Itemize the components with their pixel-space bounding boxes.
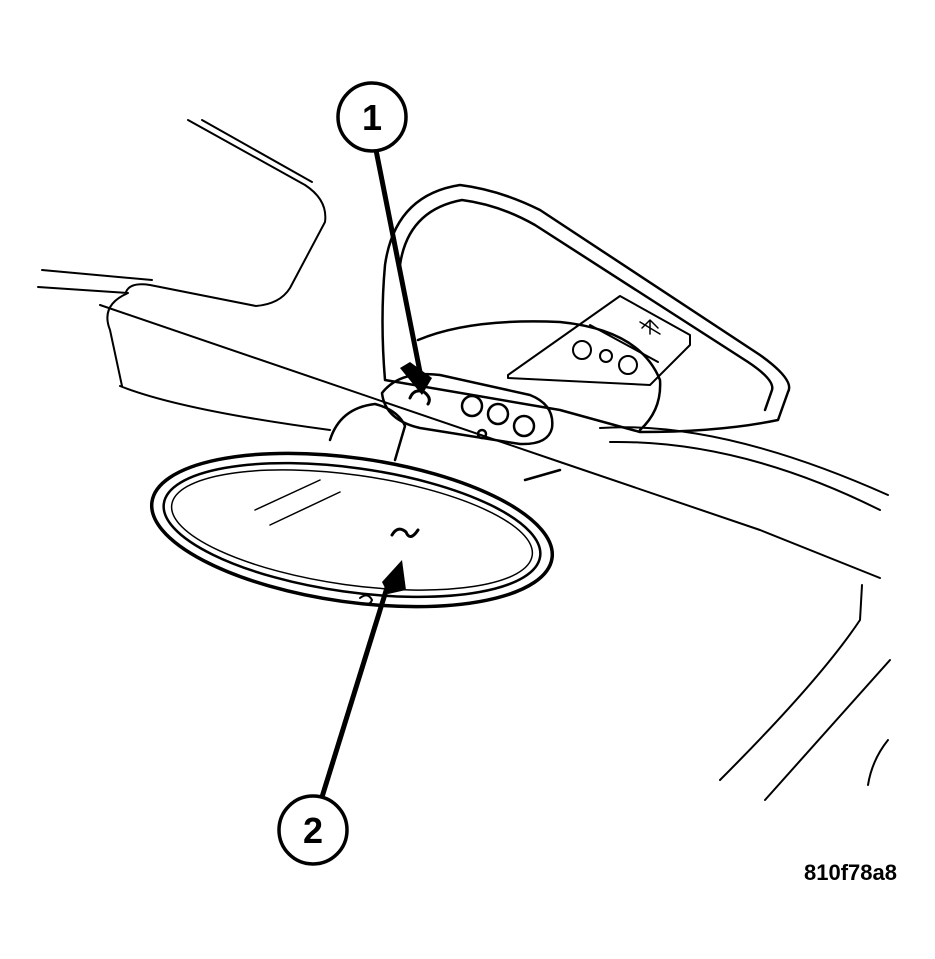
- figure-id: 810f78a8: [804, 860, 897, 885]
- lamp-icon: [639, 319, 661, 335]
- callout-1: 1: [336, 81, 432, 395]
- callout-2: 2: [277, 560, 406, 866]
- rear-view-mirror: [149, 451, 555, 609]
- headliner-edge: [37, 269, 891, 801]
- callout-1-label: 1: [362, 97, 382, 138]
- sun-visor: [125, 119, 327, 307]
- callout-2-label: 2: [303, 810, 323, 851]
- map-lamp-panel: [507, 295, 691, 386]
- overhead-console: [381, 183, 791, 434]
- mirror-stem: [328, 402, 562, 482]
